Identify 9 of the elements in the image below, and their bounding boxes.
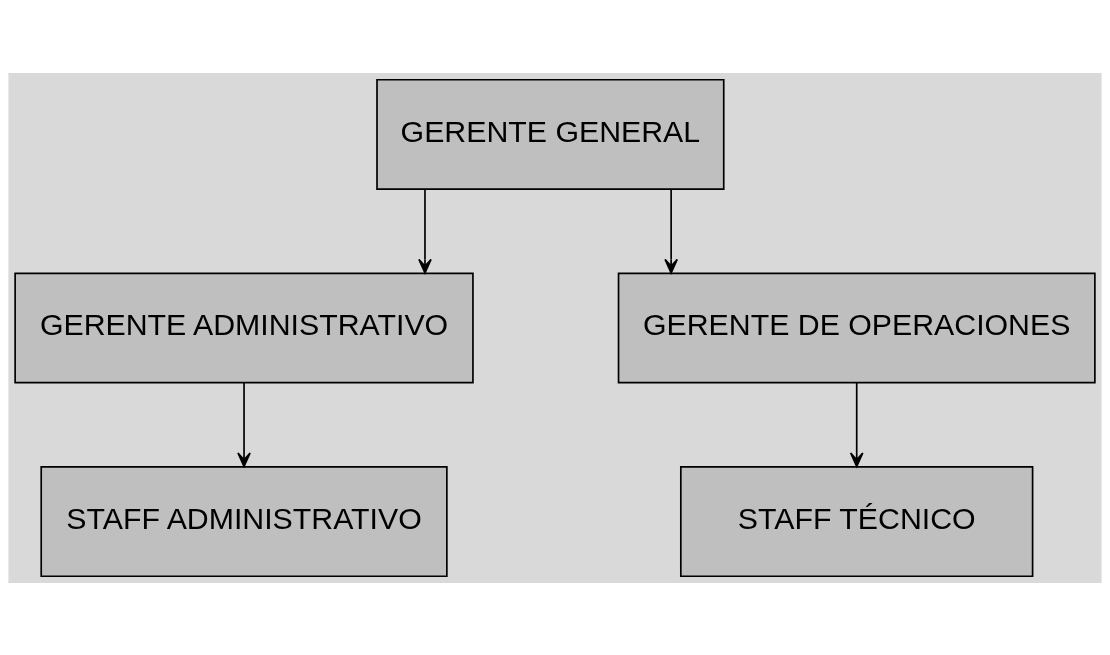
- node-box: GERENTE GENERAL: [376, 78, 725, 190]
- arrow: [237, 381, 251, 467]
- arrow: [418, 188, 432, 274]
- arrow: [849, 381, 864, 467]
- node-box: GERENTE DE OPERACIONES: [617, 271, 1096, 384]
- node-box: GERENTE ADMINISTRATIVO: [14, 271, 474, 384]
- node-box: STAFF TÉCNICO: [680, 465, 1034, 577]
- node-box: STAFF ADMINISTRATIVO: [40, 465, 448, 577]
- arrow: [664, 188, 679, 274]
